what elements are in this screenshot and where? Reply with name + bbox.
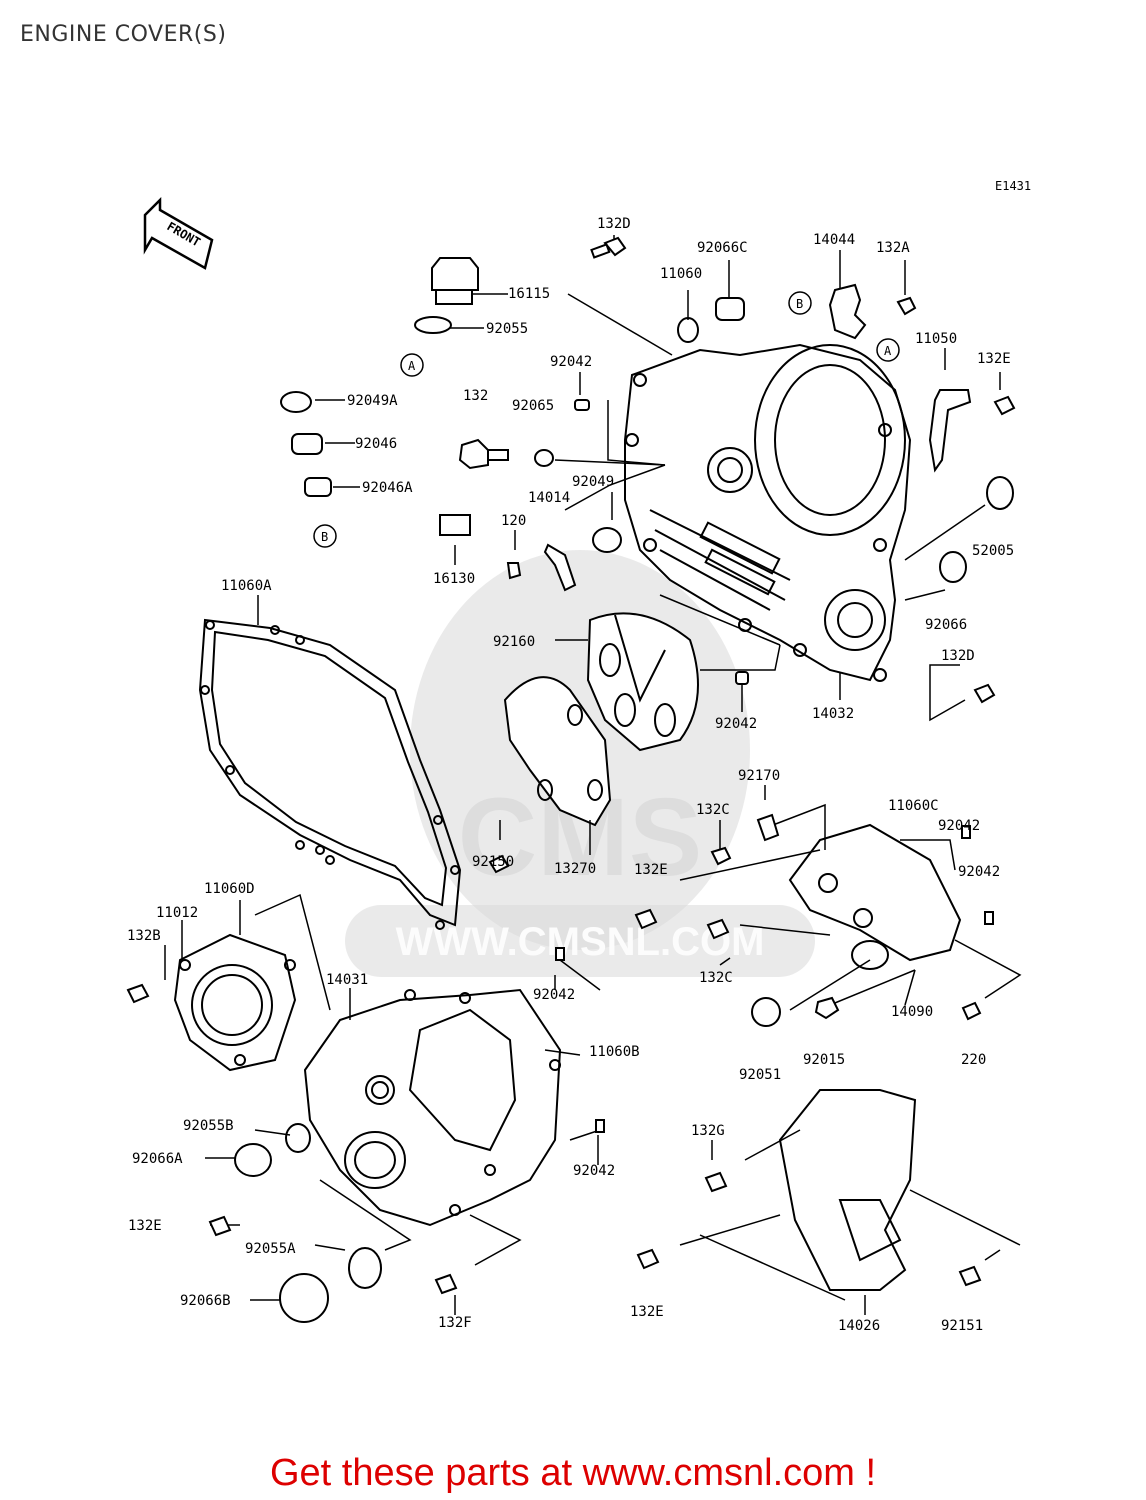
part-label: 132C xyxy=(699,970,733,986)
part-label: 14026 xyxy=(838,1318,880,1334)
part-label: 132E xyxy=(634,862,668,878)
left-engine-cover xyxy=(303,988,562,1227)
callout-b-2: B xyxy=(796,297,803,311)
part-label: 14032 xyxy=(812,706,854,722)
part-label: 92066A xyxy=(132,1151,183,1167)
part-label: 92160 xyxy=(493,634,535,650)
cover-14090 xyxy=(788,823,962,970)
hardware xyxy=(126,236,1016,1323)
callout-a-2: A xyxy=(884,344,892,358)
part-label: 132E xyxy=(128,1218,162,1234)
part-label: 14044 xyxy=(813,232,855,248)
part-label: 92049A xyxy=(347,393,398,409)
part-label: 92046 xyxy=(355,436,397,452)
footer-link[interactable]: Get these parts at www.cmsnl.com ! xyxy=(269,1452,877,1494)
part-label: 92042 xyxy=(938,818,980,834)
part-label: 92150 xyxy=(472,854,514,870)
part-label: 92046A xyxy=(362,480,413,496)
part-label: 92170 xyxy=(738,768,780,784)
part-label: 92042 xyxy=(573,1163,615,1179)
callout-a-1: A xyxy=(408,359,416,373)
part-label: 92065 xyxy=(512,398,554,414)
part-label: 11060B xyxy=(589,1044,640,1060)
part-label: 52005 xyxy=(972,543,1014,559)
part-label: 14014 xyxy=(528,490,570,506)
plate-92160 xyxy=(586,612,699,752)
part-label: 92066C xyxy=(697,240,748,256)
part-label: 16130 xyxy=(433,571,475,587)
part-label: 132B xyxy=(127,928,161,944)
part-label: 11012 xyxy=(156,905,198,921)
chain-cover-14026 xyxy=(778,1089,917,1291)
right-crankcase-cover xyxy=(624,343,912,682)
gasket-11060a xyxy=(198,618,462,930)
front-arrow-icon: FRONT xyxy=(143,196,214,270)
part-label: 132E xyxy=(977,351,1011,367)
part-label: 92042 xyxy=(715,716,757,732)
part-label: 132E xyxy=(630,1304,664,1320)
part-label: 16115 xyxy=(508,286,550,302)
plate-13270 xyxy=(503,676,612,827)
part-label: 11060A xyxy=(221,578,272,594)
part-labels: 132D 92066C 14044 132A 11060 16115 92055… xyxy=(127,216,1014,1334)
clutch-cover-11012 xyxy=(173,933,297,1072)
part-label: 92042 xyxy=(958,864,1000,880)
part-label: 11060 xyxy=(660,266,702,282)
callout-markers xyxy=(313,291,900,548)
part-label: 11060D xyxy=(204,881,255,897)
part-label: 132G xyxy=(691,1123,725,1139)
callout-b-1: B xyxy=(321,530,328,544)
part-label: 220 xyxy=(961,1052,986,1068)
part-label: 92051 xyxy=(739,1067,781,1083)
part-label: 120 xyxy=(501,513,526,529)
part-label: 13270 xyxy=(554,861,596,877)
part-label: 92042 xyxy=(550,354,592,370)
part-label: 92066 xyxy=(925,617,967,633)
part-label: 14031 xyxy=(326,972,368,988)
part-label: 132A xyxy=(876,240,910,256)
watermark-text: WWW.CMSNL.COM xyxy=(396,920,765,964)
part-label: 92055A xyxy=(245,1241,296,1257)
page-title: ENGINE COVER(S) xyxy=(20,22,227,47)
part-label: 132F xyxy=(438,1315,472,1331)
diagram-code: E1431 xyxy=(995,179,1031,193)
part-label: 92015 xyxy=(803,1052,845,1068)
part-label: 132D xyxy=(941,648,975,664)
part-label: 132D xyxy=(597,216,631,232)
part-label: 92055B xyxy=(183,1118,234,1134)
part-label: 132 xyxy=(463,388,488,404)
part-label: 92049 xyxy=(572,474,614,490)
part-label: 92042 xyxy=(533,987,575,1003)
part-label: 11050 xyxy=(915,331,957,347)
part-label: 92066B xyxy=(180,1293,231,1309)
part-label: 11060C xyxy=(888,798,939,814)
part-label: 14090 xyxy=(891,1004,933,1020)
part-label: 132C xyxy=(696,802,730,818)
part-label: 92055 xyxy=(486,321,528,337)
part-label: 92151 xyxy=(941,1318,983,1334)
